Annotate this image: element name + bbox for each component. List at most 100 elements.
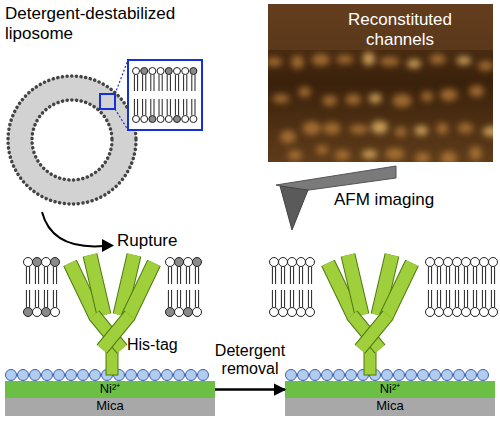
lipid-tail	[464, 290, 465, 308]
channel-particle	[407, 59, 421, 68]
lipid-tail	[44, 290, 45, 308]
lipid-molecule	[306, 258, 315, 285]
nta-bead	[198, 370, 209, 381]
lipid-tail	[177, 267, 178, 285]
lipid-head	[175, 258, 184, 267]
lipid-head	[174, 116, 181, 123]
lipid-head	[471, 308, 480, 317]
lipid-molecule	[288, 258, 297, 285]
lipid-molecule	[182, 99, 189, 123]
lipid-molecule	[24, 258, 33, 285]
lipid-tail	[455, 290, 456, 308]
zoom-inset	[128, 60, 202, 130]
nta-bead	[466, 370, 477, 381]
nta-bead	[162, 370, 173, 381]
lipid-tail	[56, 267, 57, 285]
nta-bead	[310, 370, 321, 381]
lipid-molecule	[297, 258, 306, 285]
lipid-tail	[299, 267, 300, 285]
lipid-head	[288, 258, 297, 267]
lipid-molecule	[149, 68, 156, 92]
lipid-tail	[290, 290, 291, 308]
nta-bead	[90, 370, 101, 381]
nta-bead	[442, 370, 453, 381]
lipid-tail	[167, 75, 168, 92]
channel-particle	[414, 126, 428, 136]
lipid-molecule	[444, 290, 453, 317]
lipid-tail	[476, 290, 477, 308]
lipid-molecule	[297, 290, 306, 317]
lipid-head	[175, 308, 184, 317]
lipid-head	[193, 308, 202, 317]
alpha-helix	[128, 263, 154, 317]
channel-particle	[421, 92, 433, 102]
lipid-molecule	[166, 290, 175, 317]
arrow-head	[102, 239, 114, 252]
lipid-head	[480, 308, 489, 317]
lipid-tail	[482, 290, 483, 308]
lipid-head	[174, 68, 181, 75]
channel-particle	[440, 89, 457, 101]
lipid-tail	[195, 75, 196, 92]
lipid-head	[141, 116, 148, 123]
layer-label: Ni²⁺	[285, 382, 495, 397]
lipid-head	[288, 308, 297, 317]
nickel-layer: Ni²⁺	[285, 381, 495, 398]
lipid-head	[51, 308, 60, 317]
lipid-molecule	[444, 258, 453, 285]
lipid-molecule	[480, 290, 489, 317]
channel-particle	[362, 150, 377, 159]
lipid-molecule	[33, 258, 42, 285]
layer-label: Mica	[285, 399, 495, 414]
channel-particle	[312, 54, 330, 66]
lipid-molecule	[190, 68, 197, 92]
lipid-tail	[29, 290, 30, 308]
lipid-tail	[186, 99, 187, 116]
lipid-tail	[272, 267, 273, 285]
layer-label: Ni²⁺	[5, 382, 215, 397]
lipid-head	[444, 308, 453, 317]
lipid-tail	[431, 267, 432, 285]
nta-bead	[126, 370, 137, 381]
lipid-molecule	[279, 258, 288, 285]
lipid-tail	[293, 267, 294, 285]
lipid-tail	[485, 290, 486, 308]
lipid-head	[42, 258, 51, 267]
lipid-tail	[56, 290, 57, 308]
lipid-head	[426, 258, 435, 267]
helix-outline	[360, 315, 388, 349]
lipid-tail	[485, 267, 486, 285]
lipid-head	[184, 258, 193, 267]
rupture-arrow	[42, 212, 104, 246]
lipid-tail	[272, 290, 273, 308]
lipid-molecule	[42, 290, 51, 317]
lipid-tail	[35, 267, 36, 285]
afm-image: Reconstituted channels	[268, 4, 493, 162]
lipid-tail	[446, 267, 447, 285]
lipid-tail	[175, 75, 176, 92]
lipid-head	[24, 258, 33, 267]
nta-bead	[18, 370, 29, 381]
lipid-molecule	[462, 290, 471, 317]
lipid-head	[166, 308, 175, 317]
lipid-tail	[186, 290, 187, 308]
mica-substrate: Mica	[285, 398, 495, 416]
channel-particle	[350, 125, 369, 134]
lipid-tail	[476, 267, 477, 285]
lipid-head	[193, 258, 202, 267]
lipid-molecule	[480, 258, 489, 285]
channel-particle	[392, 94, 411, 107]
lipid-head	[306, 308, 315, 317]
channel-particle	[303, 122, 321, 135]
ion-channel-protein	[70, 255, 154, 375]
lipid-molecule	[471, 290, 480, 317]
alpha-helix	[360, 315, 388, 349]
lipid-tail	[35, 290, 36, 308]
lipid-molecule	[174, 68, 181, 92]
lipid-tail	[29, 267, 30, 285]
lipid-molecule	[489, 258, 498, 285]
lipid-tail	[47, 267, 48, 285]
lipid-tail	[293, 290, 294, 308]
micrograph-background	[268, 4, 493, 162]
